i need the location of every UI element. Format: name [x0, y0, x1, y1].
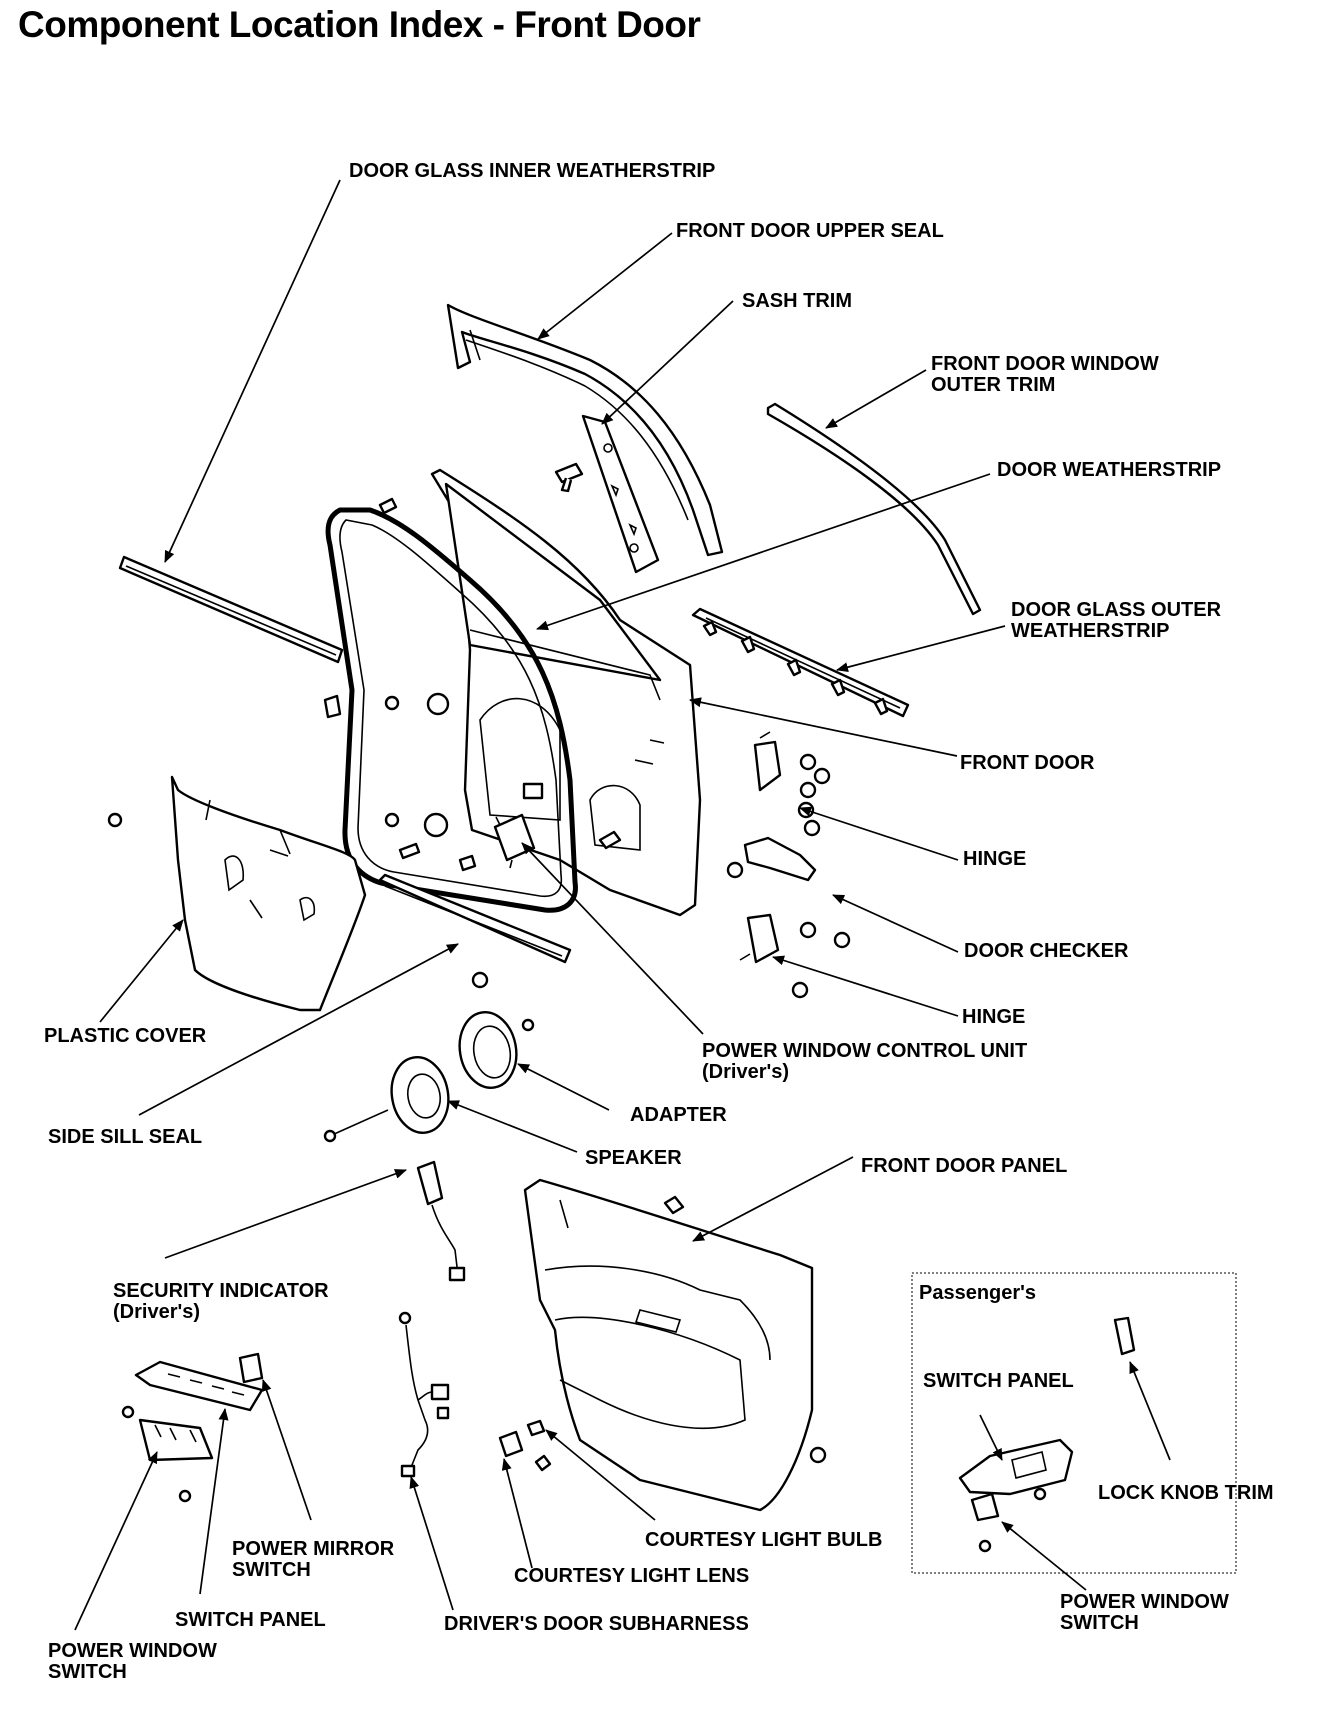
label-door-glass-outer-weatherstrip: DOOR GLASS OUTER WEATHERSTRIP [1011, 599, 1222, 642]
plastic-cover-part [107, 775, 367, 1012]
passenger-power-window-switch-part [970, 1492, 1000, 1553]
label-passenger-power-window-switch: POWER WINDOW SWITCH [1060, 1591, 1229, 1634]
front-door-part [430, 468, 702, 917]
leader-lines [74, 179, 1171, 1631]
label-hinge-upper: HINGE [963, 848, 1027, 870]
label-security-indicator: SECURITY INDICATOR (Driver's) [113, 1280, 329, 1323]
label-driver-power-window-switch: POWER WINDOW SWITCH [48, 1640, 217, 1683]
label-courtesy-light-bulb: COURTESY LIGHT BULB [645, 1529, 883, 1551]
driver-power-window-switch-part [121, 1405, 214, 1503]
label-courtesy-light-lens: COURTESY LIGHT LENS [514, 1565, 750, 1587]
driver-switch-panel-part [134, 1360, 264, 1412]
sash-trim-part [581, 414, 660, 574]
label-plastic-cover: PLASTIC COVER [44, 1025, 207, 1047]
door-checker-part [726, 819, 821, 882]
page-title: Component Location Index - Front Door [18, 4, 701, 45]
label-sash-trim: SASH TRIM [742, 290, 852, 312]
label-driver-switch-panel: SWITCH PANEL [175, 1609, 326, 1631]
door-fasteners [323, 497, 622, 872]
passengers-box [911, 1272, 1237, 1574]
front-door-upper-seal-part [446, 303, 724, 557]
door-glass-inner-weatherstrip-part [118, 555, 344, 664]
power-mirror-switch-part [238, 1352, 264, 1384]
label-lock-knob-trim: LOCK KNOB TRIM [1098, 1482, 1274, 1504]
courtesy-light-lens-part [498, 1430, 524, 1458]
lower-hinge-part [739, 913, 851, 999]
label-door-glass-inner-weatherstrip: DOOR GLASS INNER WEATHERSTRIP [349, 160, 716, 182]
label-front-door-upper-seal: FRONT DOOR UPPER SEAL [676, 220, 944, 242]
label-power-mirror-switch: POWER MIRROR SWITCH [232, 1538, 395, 1581]
label-side-sill-seal: SIDE SILL SEAL [48, 1126, 203, 1148]
security-indicator-part [416, 1160, 466, 1282]
courtesy-light-bulb-part [526, 1419, 552, 1472]
side-sill-seal-part [378, 873, 572, 989]
speaker-part [323, 1056, 450, 1143]
sash-trim-clip-part [554, 462, 584, 493]
label-front-door: FRONT DOOR [960, 752, 1095, 774]
lock-knob-trim-part [1113, 1316, 1136, 1356]
label-passenger-switch-panel: SWITCH PANEL [923, 1370, 1074, 1392]
label-door-checker: DOOR CHECKER [964, 940, 1129, 962]
label-hinge-lower: HINGE [962, 1006, 1026, 1028]
door-weatherstrip-part [325, 507, 578, 913]
label-door-weatherstrip: DOOR WEATHERSTRIP [997, 459, 1222, 481]
label-passengers-heading: Passenger's [919, 1282, 1037, 1304]
adapter-part [458, 1011, 535, 1089]
label-power-window-control-unit: POWER WINDOW CONTROL UNIT (Driver's) [702, 1040, 1028, 1083]
drivers-door-subharness-part [398, 1311, 450, 1478]
front-door-window-outer-trim-part [766, 402, 982, 616]
label-front-door-panel: FRONT DOOR PANEL [861, 1155, 1068, 1177]
door-glass-outer-weatherstrip-part [691, 607, 910, 718]
label-speaker: SPEAKER [585, 1147, 682, 1169]
label-drivers-door-subharness: DRIVER'S DOOR SUBHARNESS [444, 1613, 749, 1635]
front-door-panel-part [523, 1178, 827, 1512]
upper-hinge-part [753, 731, 831, 819]
passenger-switch-panel-part [958, 1438, 1074, 1501]
label-front-door-window-outer-trim: FRONT DOOR WINDOW OUTER TRIM [931, 353, 1159, 396]
label-adapter: ADAPTER [630, 1104, 727, 1126]
